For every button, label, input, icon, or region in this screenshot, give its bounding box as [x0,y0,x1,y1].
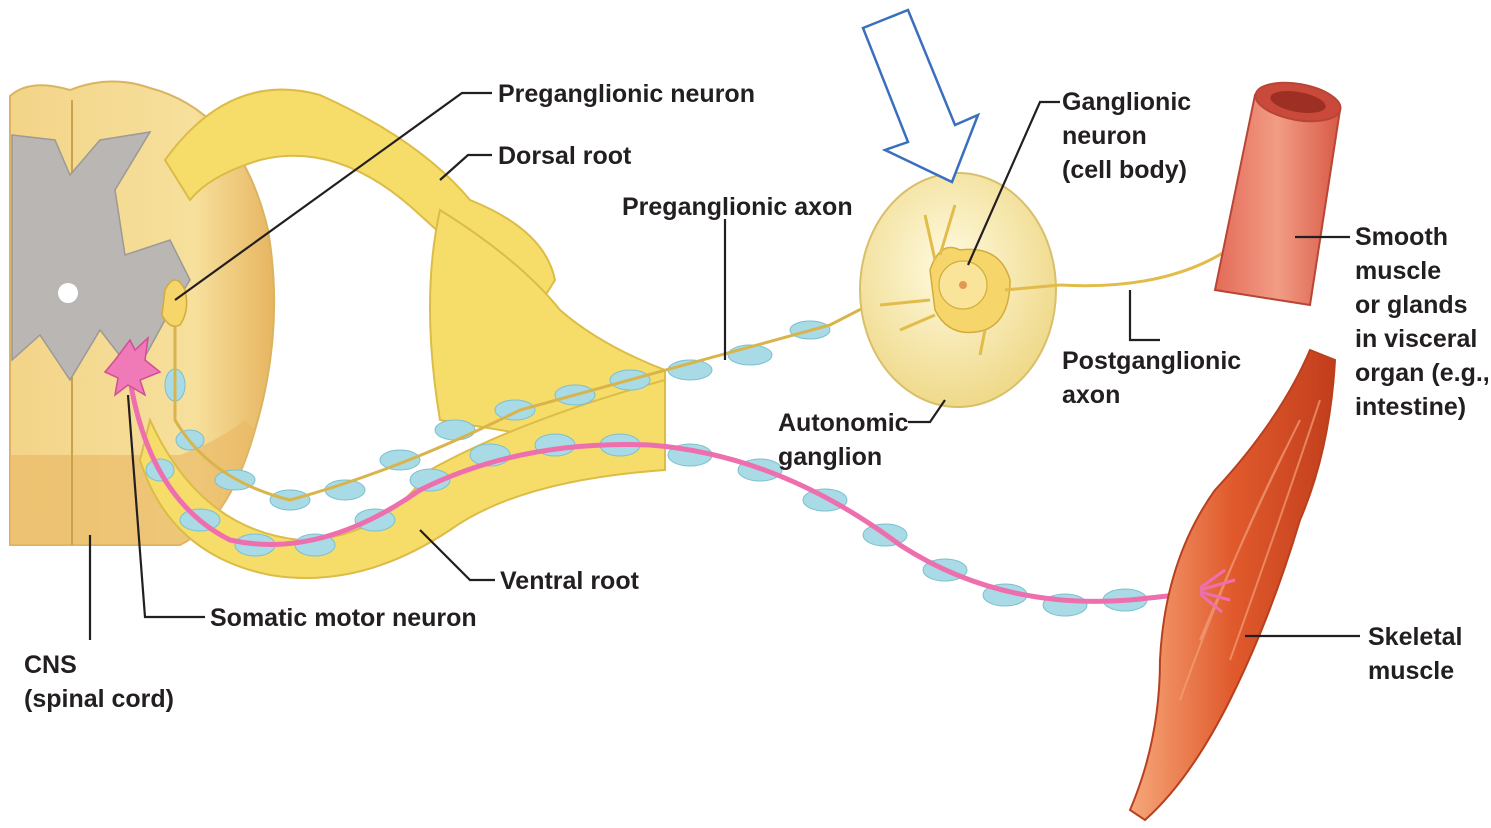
label-ventral-root: Ventral root [500,567,640,595]
label-preganglionic-neuron: Preganglionic neuron [498,80,755,108]
label-postganglionic-axon-1: Postganglionic [1062,347,1241,375]
label-dorsal-root: Dorsal root [498,142,632,170]
label-somatic-motor-neuron: Somatic motor neuron [210,604,477,632]
label-smooth-muscle-2: muscle [1355,257,1441,285]
label-smooth-muscle-5: organ (e.g., [1355,359,1490,387]
label-preganglionic-axon: Preganglionic axon [622,193,853,221]
label-cns-2: (spinal cord) [24,685,174,713]
label-ganglionic-neuron-1: Ganglionic [1062,88,1191,116]
label-smooth-muscle-4: in visceral [1355,325,1477,353]
label-smooth-muscle-6: intestine) [1355,393,1466,421]
label-autonomic-ganglion-2: ganglion [778,443,882,471]
label-autonomic-ganglion-1: Autonomic [778,409,909,437]
autonomic-ganglion [860,173,1060,407]
label-cns-1: CNS [24,651,77,679]
label-skeletal-muscle-1: Skeletal [1368,623,1463,651]
label-skeletal-muscle-2: muscle [1368,657,1454,685]
label-ganglionic-neuron-2: neuron [1062,122,1147,150]
label-postganglionic-axon-2: axon [1062,381,1120,409]
smooth-muscle-organ [1215,77,1343,305]
central-canal [58,283,78,303]
label-smooth-muscle-3: or glands [1355,291,1468,319]
label-smooth-muscle-1: Smooth [1355,223,1448,251]
skeletal-muscle [1130,350,1335,820]
down-arrow-outline-icon [863,10,978,182]
label-ganglionic-neuron-3: (cell body) [1062,156,1187,184]
